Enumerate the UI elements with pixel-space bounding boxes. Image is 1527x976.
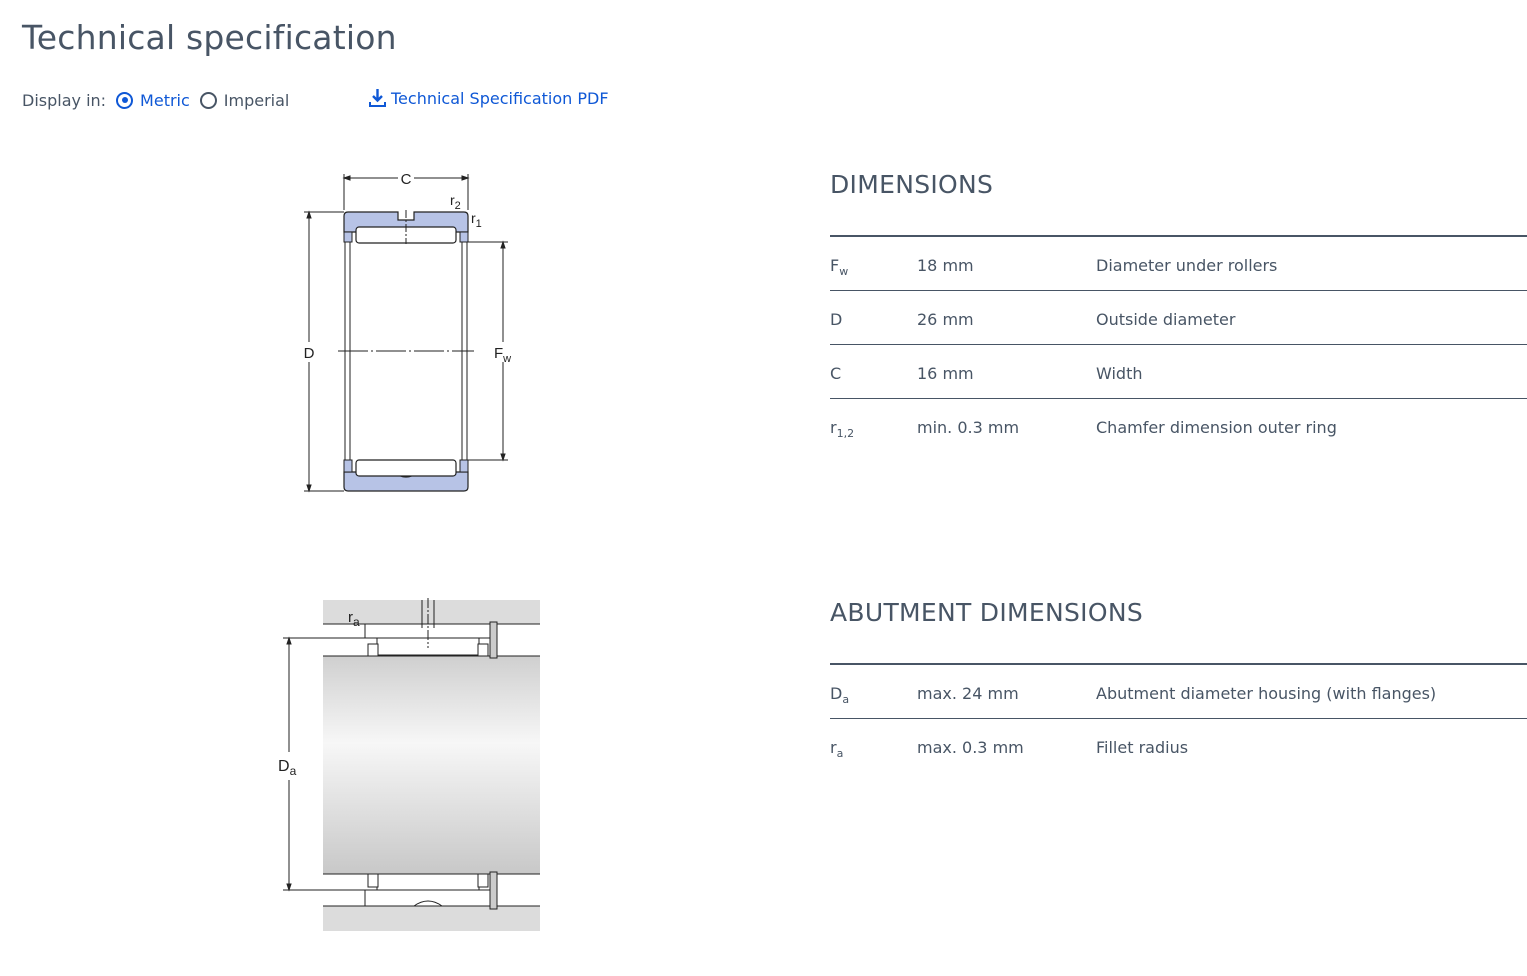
table-row: Fw 18 mm Diameter under rollers — [830, 237, 1527, 291]
metric-option[interactable]: Metric — [116, 91, 190, 110]
ra-label: ra — [348, 609, 360, 629]
value: max. 0.3 mm — [917, 738, 1024, 757]
imperial-radio[interactable] — [199, 91, 217, 109]
dimensions-heading: DIMENSIONS — [830, 170, 994, 199]
r2-label: r2 — [450, 192, 461, 212]
value: 26 mm — [917, 310, 974, 329]
symbol: C — [830, 364, 842, 383]
da-label: Da — [278, 758, 297, 778]
abutment-dimensions-table: Da max. 24 mm Abutment diameter housing … — [830, 663, 1527, 772]
value: max. 24 mm — [917, 684, 1019, 703]
table-row: ra max. 0.3 mm Fillet radius — [830, 719, 1527, 772]
table-row: Da max. 24 mm Abutment diameter housing … — [830, 665, 1527, 719]
dimensions-table: Fw 18 mm Diameter under rollers D 26 mm … — [830, 235, 1527, 452]
description: Width — [1096, 364, 1143, 383]
technical-specification-pdf-link[interactable]: Technical Specification PDF — [368, 88, 609, 108]
symbol: ra — [830, 738, 844, 760]
c-dim-label: C — [401, 171, 412, 188]
imperial-option[interactable]: Imperial — [199, 90, 290, 110]
d-dim-label: D — [304, 345, 315, 362]
bearing-dimensions-diagram: C D Fw r2 r1 — [304, 171, 511, 493]
symbol: r1,2 — [830, 418, 855, 440]
pdf-link-label: Technical Specification PDF — [391, 88, 609, 108]
description: Outside diameter — [1096, 310, 1236, 329]
value: min. 0.3 mm — [917, 418, 1020, 437]
page-title: Technical specification — [22, 18, 397, 57]
display-units-selector: Display in: Metric Imperial — [22, 89, 299, 111]
table-row: D 26 mm Outside diameter — [830, 291, 1527, 345]
download-icon — [369, 89, 386, 107]
metric-label: Metric — [140, 90, 190, 110]
description: Fillet radius — [1096, 738, 1189, 757]
symbol: Fw — [830, 256, 849, 278]
description: Abutment diameter housing (with flanges) — [1096, 684, 1437, 703]
value: 18 mm — [917, 256, 974, 275]
abutment-dimensions-heading: ABUTMENT DIMENSIONS — [830, 598, 1143, 627]
fw-dim-label: Fw — [494, 345, 511, 365]
imperial-label: Imperial — [223, 90, 290, 110]
value: 16 mm — [917, 364, 974, 383]
table-row: r1,2 min. 0.3 mm Chamfer dimension outer… — [830, 399, 1527, 452]
symbol: Da — [830, 684, 850, 706]
description: Chamfer dimension outer ring — [1096, 418, 1337, 437]
metric-radio[interactable] — [116, 91, 134, 109]
r1-label: r1 — [471, 210, 482, 230]
description: Diameter under rollers — [1096, 256, 1278, 275]
symbol: D — [830, 310, 843, 329]
table-row: C 16 mm Width — [830, 345, 1527, 399]
abutment-dimensions-diagram: ra Da — [278, 598, 540, 931]
display-label: Display in: — [22, 90, 107, 110]
